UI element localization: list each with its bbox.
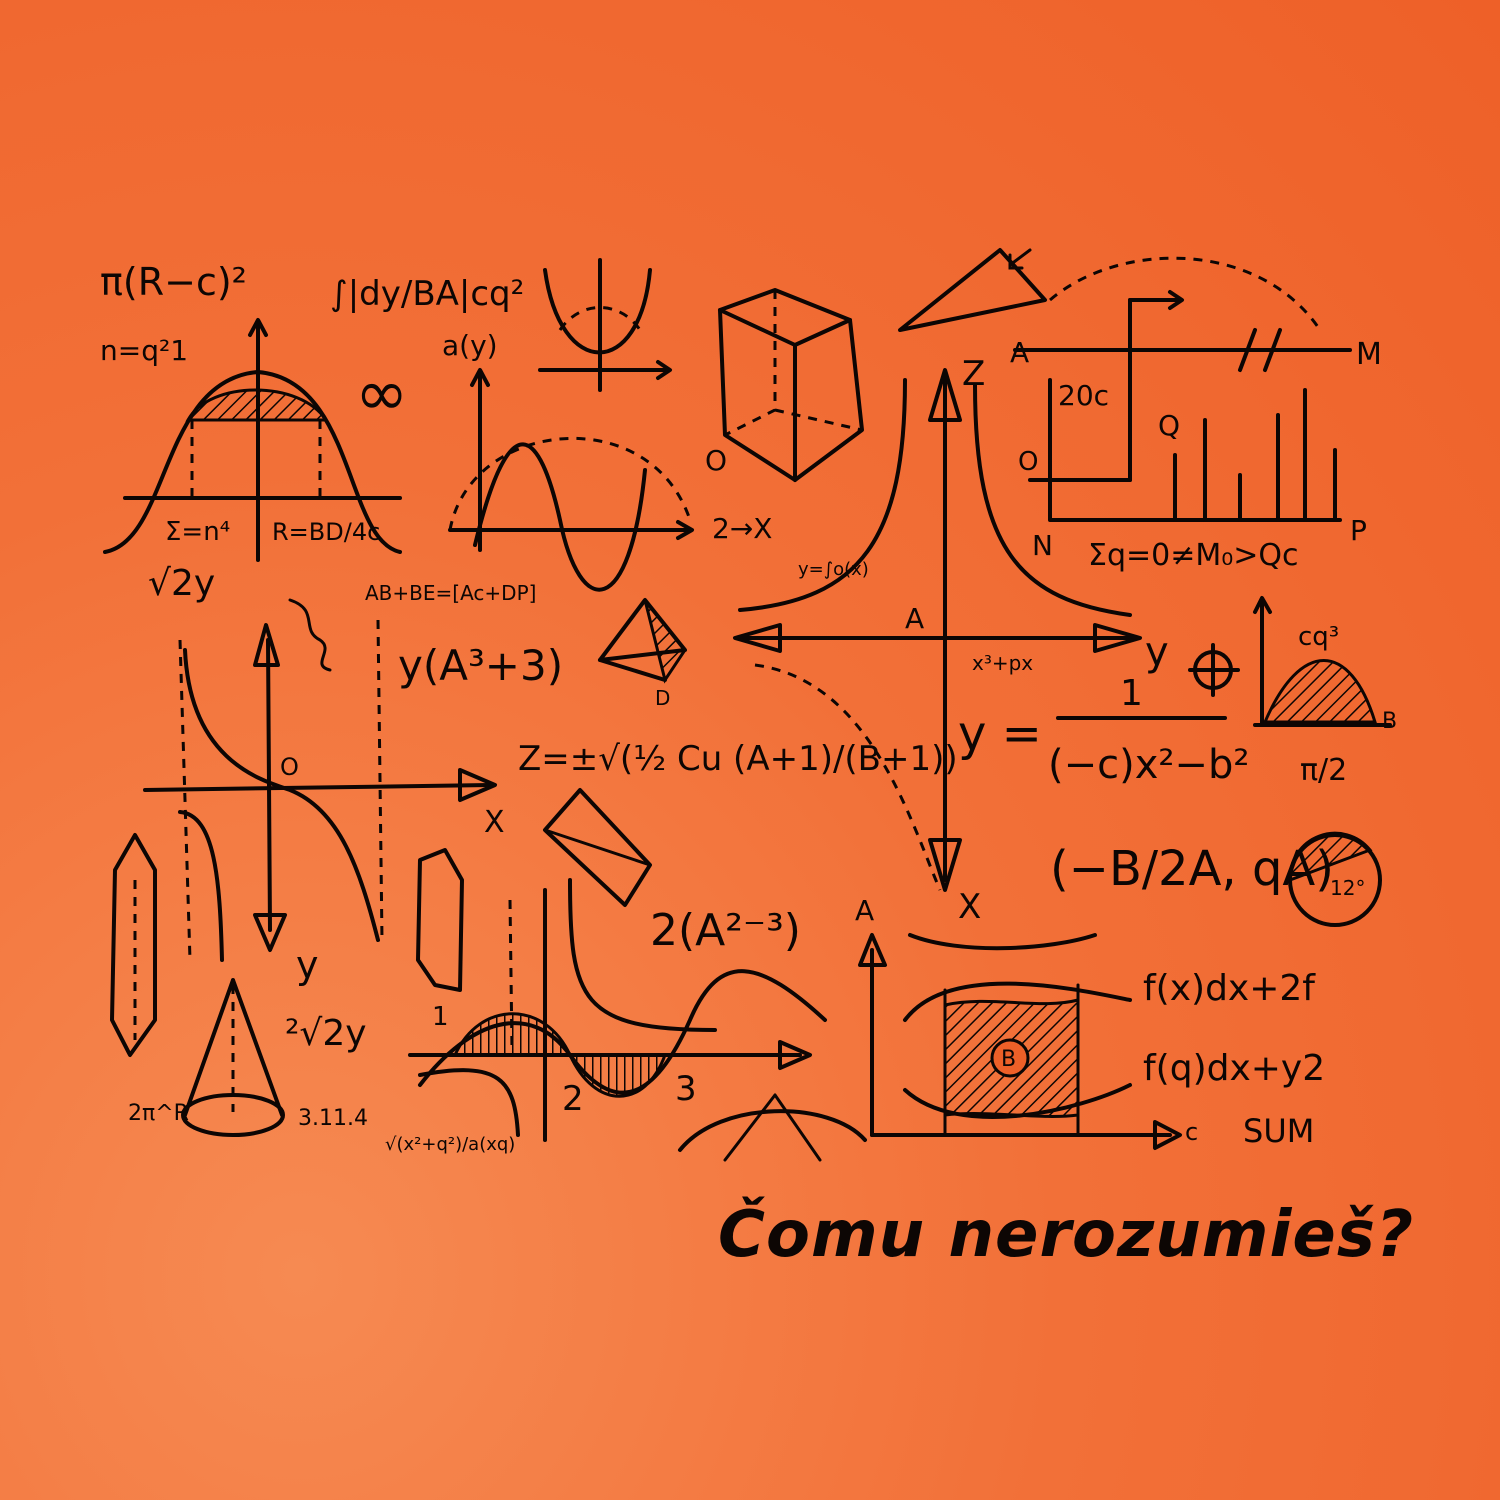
label-c-integral: c	[1185, 1118, 1198, 1146]
label-o-stem: O	[1018, 447, 1038, 477]
label-12-deg: 12°	[1330, 876, 1365, 900]
label-d-pyramid: D	[655, 686, 670, 710]
formula-pi-over-2: π/2	[1300, 753, 1347, 788]
label-x-axis: X	[958, 887, 981, 927]
formula-x3-px: x³+px	[972, 651, 1033, 675]
infinity-symbol: ∞	[355, 357, 408, 431]
formula-2pi-r: 2π^R	[128, 1101, 189, 1126]
formula-2-a: 2(A²⁻³)	[650, 905, 801, 956]
label-o-cube: O	[705, 444, 727, 477]
formula-pi-r-c: π(R−c)²	[100, 260, 247, 304]
formula-n-q: n=q²1	[100, 334, 188, 367]
label-q: Q	[1158, 409, 1180, 442]
stem-plot-graph	[1013, 290, 1352, 522]
label-y-axis: y	[1145, 629, 1169, 675]
parabola-graph	[538, 258, 672, 392]
label-m: M	[1356, 337, 1382, 372]
tetrahedron-drawing	[598, 598, 687, 684]
formula-texts: π(R−c)² ∫|dy/BA|cq² n=q²1 a(y) ∞ Σ=n⁴ R=…	[100, 260, 1397, 1155]
hyperbola-graph	[733, 368, 1142, 951]
formula-sigma-q: Σq=0≠M₀>Qc	[1088, 538, 1299, 573]
formula-sqrt-x2-q2: √(x²+q²)/a(xq)	[385, 1134, 515, 1155]
label-b-circle: B	[1001, 1047, 1016, 1072]
formula-integral: ∫|dy/BA|cq²	[330, 274, 524, 314]
formula-sigma: Σ=n⁴	[165, 517, 230, 547]
label-sum: SUM	[1243, 1112, 1314, 1150]
label-two: 2	[562, 1079, 584, 1119]
formula-a-y: a(y)	[442, 329, 498, 362]
formula-fx-dx: f(x)dx+2f	[1143, 968, 1316, 1009]
triangle-drawing	[898, 248, 1322, 332]
formula-denominator: (−c)x²−b²	[1048, 742, 1249, 788]
formula-root-2y: ²√2y	[285, 1013, 367, 1054]
label-y-left: y	[296, 943, 319, 987]
label-z: Z	[962, 354, 985, 394]
bottom-sine-graph	[408, 878, 827, 1142]
formula-sqrt-2y: √2y	[148, 563, 215, 604]
label-three: 3	[675, 1069, 697, 1109]
formula-vertex: (−B/2A, qA)	[1050, 841, 1334, 897]
label-p: P	[1350, 514, 1367, 547]
formula-y-integral: y=∫o(x)	[798, 559, 869, 580]
formula-cq3: cq³	[1298, 622, 1339, 652]
sine-wave-graph	[448, 368, 694, 592]
prism-rectangle-drawing	[543, 788, 652, 907]
label-o-origin: O	[280, 753, 299, 781]
formula-fq-dx: f(q)dx+y2	[1143, 1048, 1325, 1089]
label-20c: 20c	[1058, 379, 1109, 412]
label-x-left: X	[484, 805, 505, 840]
caption-question: Čomu nerozumieš?	[718, 1198, 1415, 1272]
formula-y-a3: y(A³+3)	[398, 641, 563, 690]
crystal-drawing	[110, 833, 464, 1057]
label-a-axis: A	[905, 602, 924, 635]
formula-numerator: 1	[1120, 673, 1143, 714]
formula-3-11-4: 3.11.4	[298, 1106, 368, 1131]
label-one: 1	[432, 1002, 449, 1032]
label-n: N	[1032, 529, 1053, 562]
integral-area-graph	[858, 933, 1182, 1150]
left-hyperbola-graph	[143, 598, 497, 962]
label-a-integral: A	[855, 894, 874, 927]
label-a-top: A	[1010, 336, 1029, 369]
area-graph-small	[1253, 596, 1392, 727]
formula-z-sqrt: Z=±√(½ Cu (A+1)/(B+1))	[518, 739, 958, 779]
bell-curve-graph	[103, 318, 402, 562]
cube-drawing	[718, 288, 864, 482]
label-b-small: B	[1382, 709, 1397, 734]
hatched-circle-drawing	[1288, 831, 1382, 927]
formula-r-bd: R=BD/4c	[272, 518, 380, 546]
crosshair-icon	[1188, 643, 1240, 697]
formula-ab-be: AB+BE=[Ac+DP]	[365, 581, 536, 605]
arc-diagram	[678, 1093, 867, 1162]
cone-drawing	[181, 978, 285, 1137]
formula-2-to-x: 2→X	[712, 512, 772, 545]
formula-y-equals: y =	[958, 706, 1042, 762]
